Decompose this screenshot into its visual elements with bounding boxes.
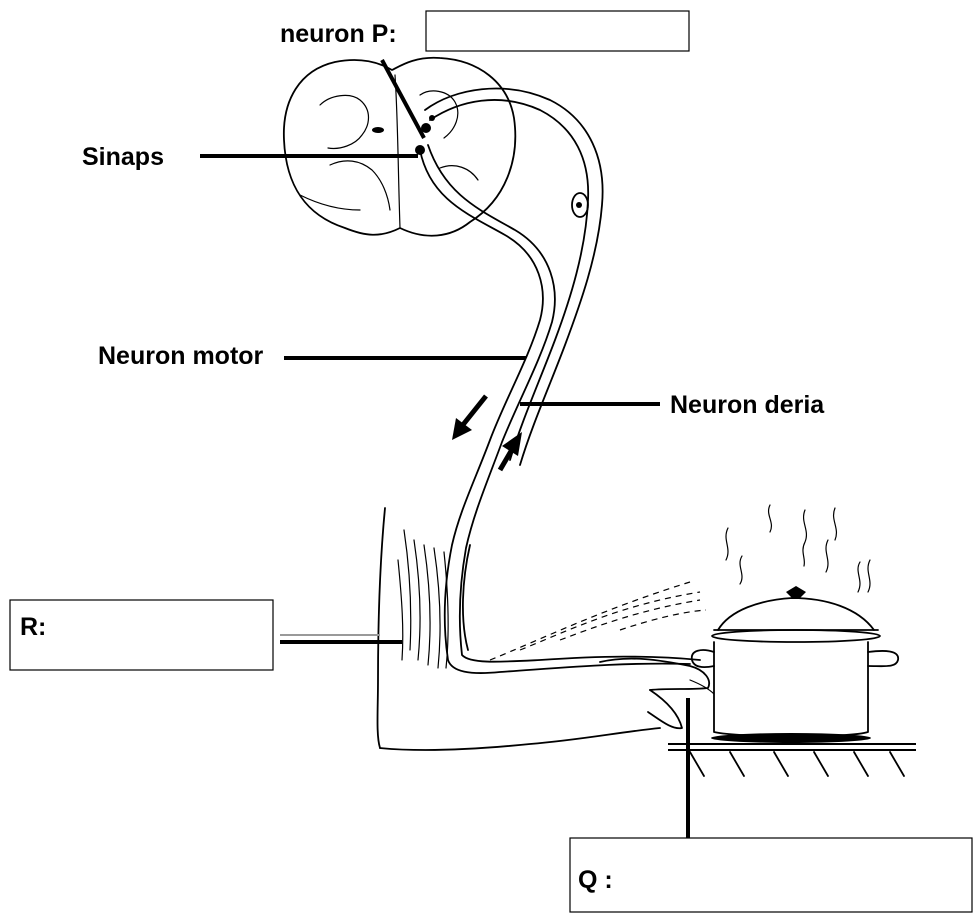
neuron-deria-label: Neuron deria	[670, 391, 825, 419]
arm-illustration	[378, 508, 715, 750]
q-answer-box[interactable]: Q :	[570, 838, 972, 912]
sinaps-label: Sinaps	[82, 143, 164, 171]
neuron-pathways	[415, 89, 700, 674]
r-label: R:	[20, 613, 46, 641]
q-label: Q :	[578, 866, 613, 894]
hot-pot-illustration	[668, 505, 916, 776]
impulse-direction-arrows	[452, 396, 522, 470]
neuron-p-label: neuron P:	[280, 20, 397, 48]
neuron-motor-label: Neuron motor	[98, 342, 264, 370]
neuron-p-leader-line	[382, 60, 424, 138]
neuron-p-answer-box[interactable]	[426, 11, 689, 51]
r-answer-box[interactable]: R:	[10, 600, 273, 670]
